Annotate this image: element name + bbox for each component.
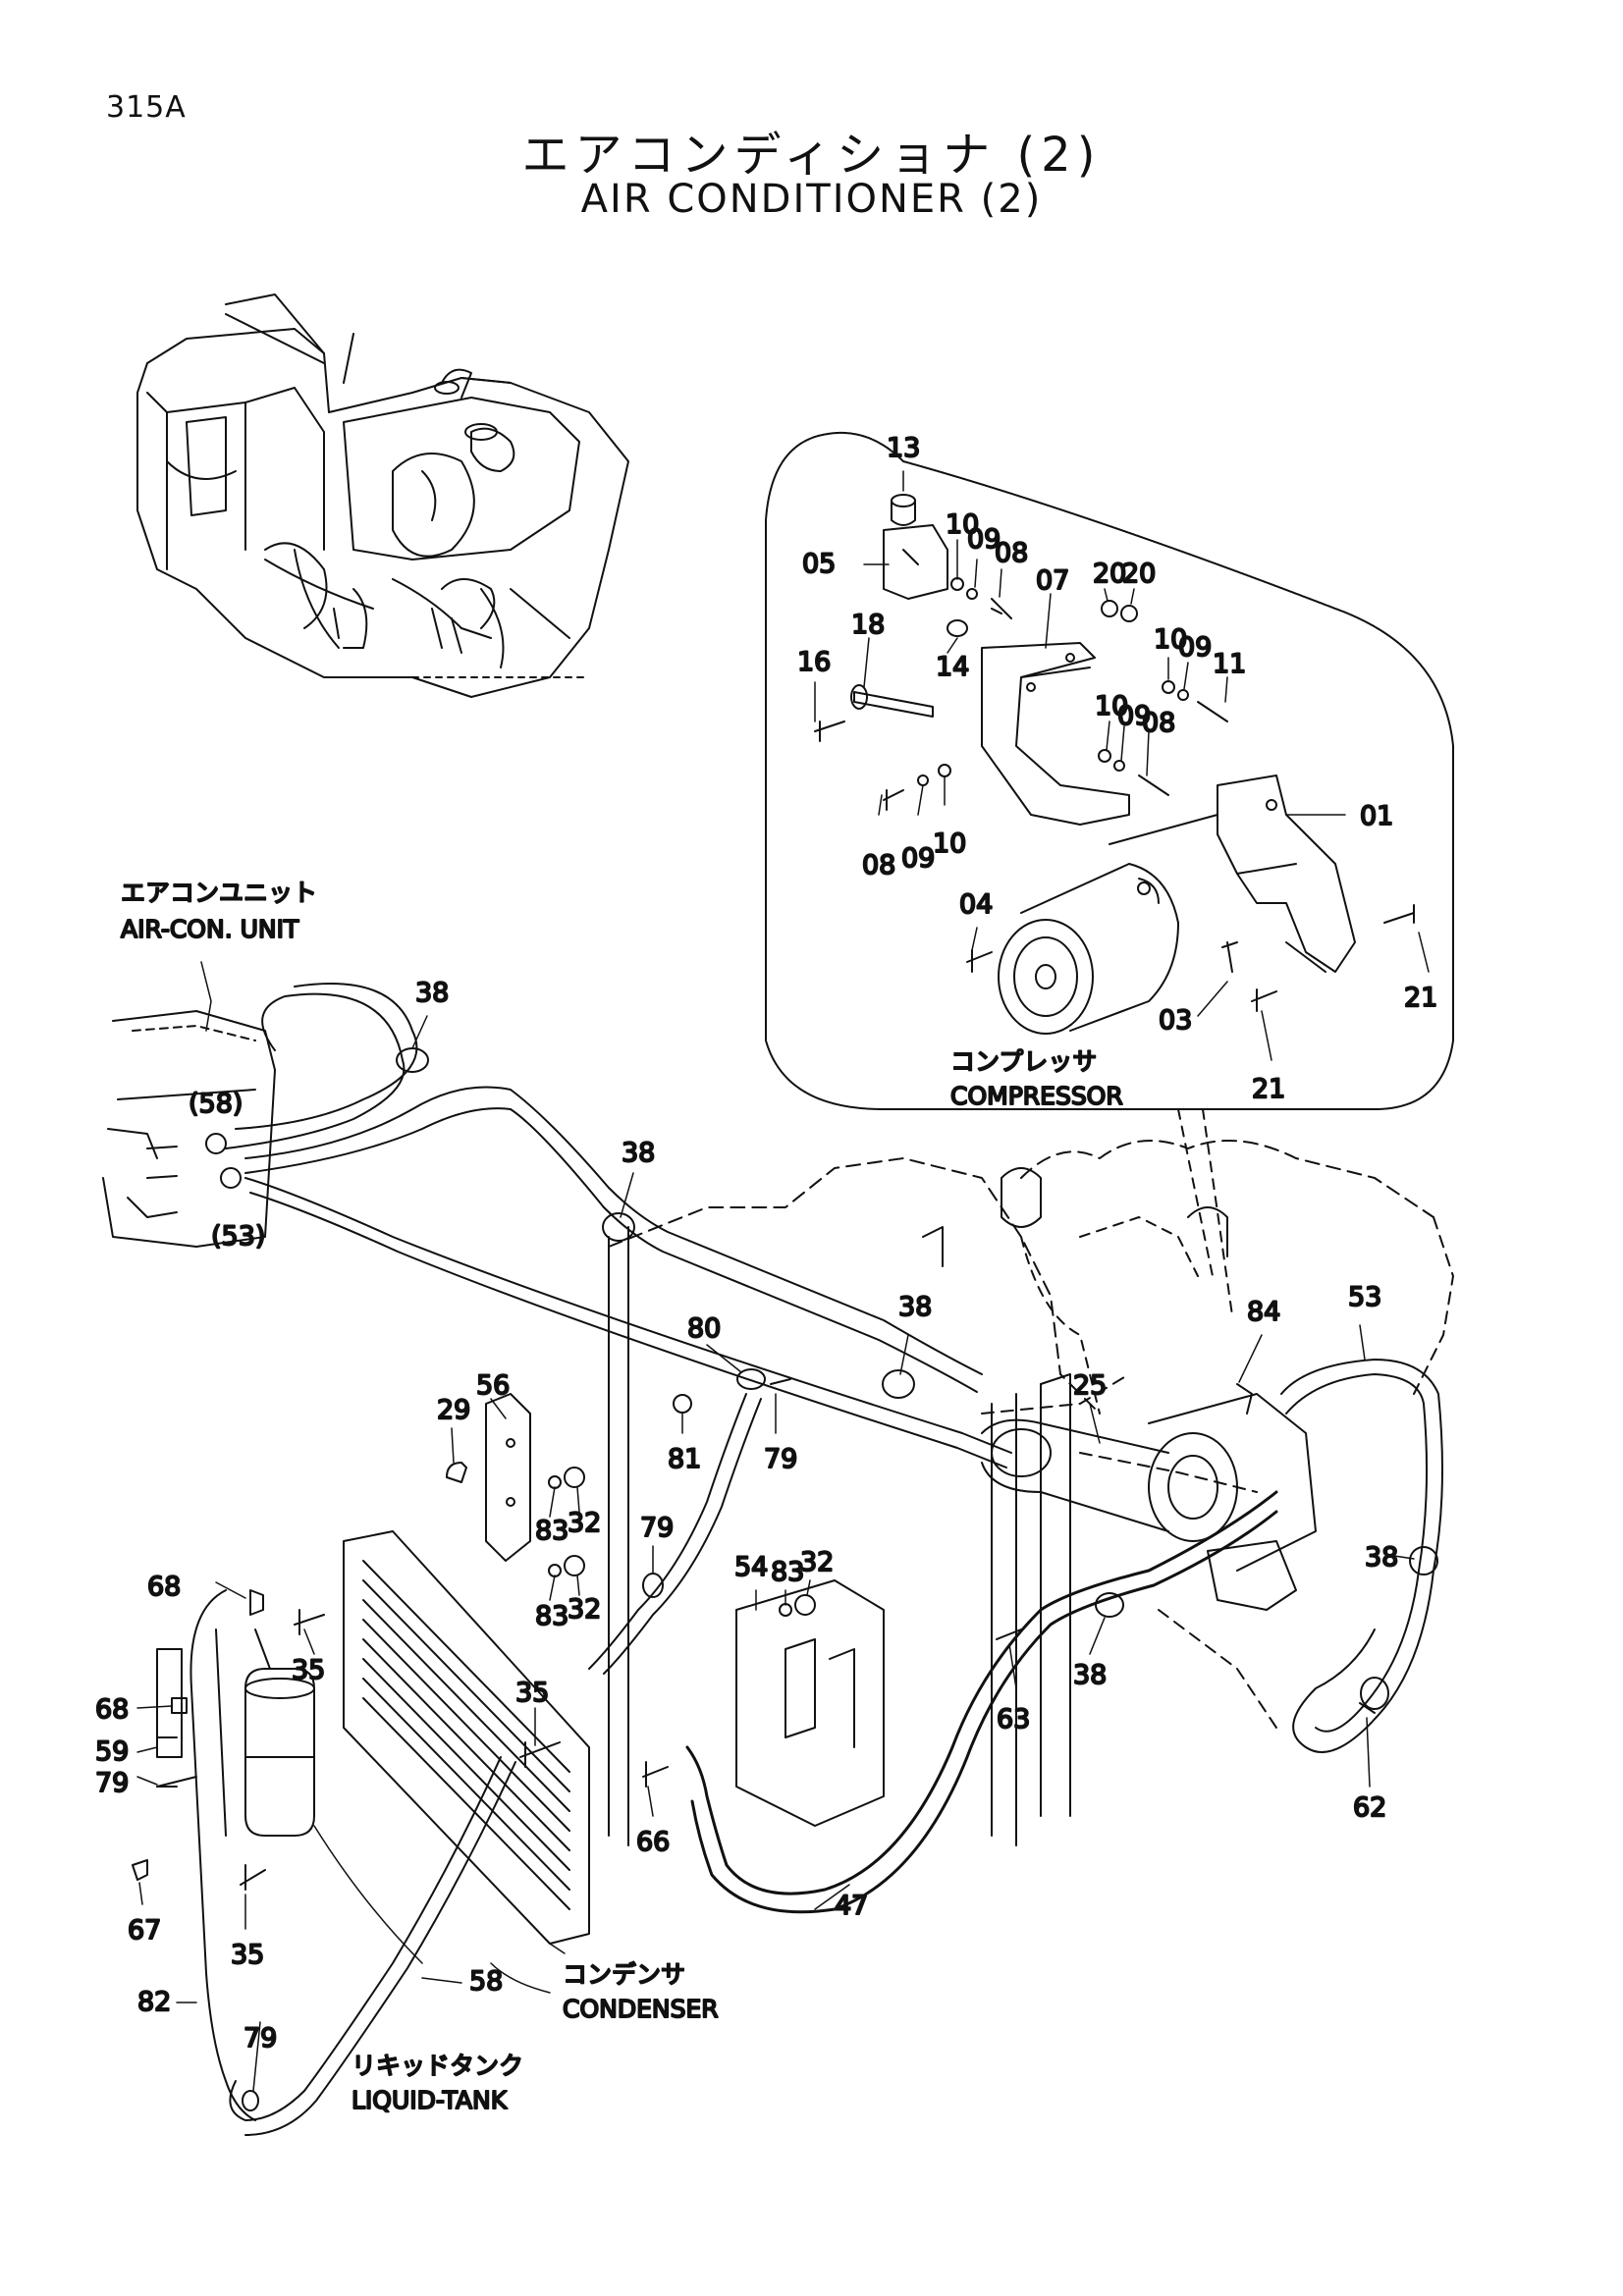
- diagram-title-japanese: エアコンディショナ (2): [521, 128, 1102, 183]
- diagram-title-english: AIR CONDITIONER (2): [580, 177, 1043, 222]
- label-condenser-jp: コンデンサ: [563, 1960, 685, 1989]
- callout-21a: 21: [1404, 983, 1437, 1013]
- callout-67: 67: [128, 1915, 161, 1946]
- label-compressor-en: COMPRESSOR: [950, 1082, 1123, 1110]
- callout-79a: 79: [764, 1444, 797, 1474]
- callout-08c: 08: [1142, 708, 1175, 738]
- callout-84: 84: [1247, 1297, 1280, 1327]
- callout-11: 11: [1213, 649, 1246, 679]
- callout-09d: 09: [901, 843, 935, 874]
- callout-09c: 09: [1117, 701, 1151, 731]
- condenser-frame: [343, 1226, 1317, 1945]
- callout-20b: 20: [1122, 559, 1156, 589]
- callout-08d: 08: [862, 850, 895, 881]
- callout-68a: 68: [147, 1572, 181, 1602]
- callout-01: 01: [1360, 801, 1393, 831]
- callout-81: 81: [668, 1444, 701, 1474]
- callout-10d: 10: [933, 828, 966, 859]
- label-aircon-unit-jp: エアコンユニット: [121, 879, 317, 907]
- callout-18: 18: [851, 610, 885, 640]
- engine-frame-background: [608, 1140, 1454, 1729]
- excavator-overview-illustration: [136, 294, 629, 698]
- callout-53-ref: (53): [211, 1221, 265, 1252]
- callout-09: 09: [967, 524, 1001, 555]
- callout-32b: 32: [568, 1594, 601, 1625]
- callout-04: 04: [959, 889, 993, 920]
- label-aircon-unit-en: AIR-CON. UNIT: [121, 915, 299, 943]
- callout-38e: 38: [1073, 1660, 1107, 1690]
- callout-63: 63: [997, 1704, 1030, 1735]
- callout-03: 03: [1159, 1005, 1192, 1036]
- callout-56: 56: [476, 1370, 510, 1401]
- callout-79c: 79: [95, 1768, 129, 1798]
- callout-38c: 38: [898, 1292, 932, 1322]
- callout-68b: 68: [95, 1694, 129, 1725]
- label-compressor-jp: コンプレッサ: [950, 1047, 1097, 1076]
- callout-47: 47: [835, 1891, 868, 1921]
- label-liquid-tank-jp: リキッドタンク: [352, 2052, 523, 2080]
- callout-08: 08: [995, 538, 1028, 568]
- callout-82: 82: [137, 1987, 171, 2017]
- label-liquid-tank-en: LIQUID-TANK: [352, 2086, 508, 2114]
- callout-38b: 38: [622, 1138, 655, 1168]
- compressor-bracket-parts: [814, 494, 1415, 1035]
- callout-38a: 38: [415, 978, 449, 1008]
- callout-58: 58: [469, 1966, 503, 1997]
- callout-59: 59: [95, 1736, 129, 1767]
- callout-53: 53: [1348, 1282, 1381, 1312]
- liquid-tank-illustration: [156, 1629, 315, 1837]
- component-labels: エアコンユニット AIR-CON. UNIT コンプレッサ COMPRESSOR…: [120, 878, 1124, 2115]
- callout-10b: 10: [1154, 624, 1187, 655]
- aircon-unit-illustration: [102, 1010, 276, 1248]
- callout-35b: 35: [515, 1678, 549, 1708]
- label-condenser-en: CONDENSER: [563, 1995, 719, 2023]
- callout-79d: 79: [243, 2023, 277, 2054]
- callout-54: 54: [734, 1552, 768, 1582]
- compressor-illustration: [998, 863, 1179, 1035]
- callout-numbers: 13 10 09 08 05 07 20 20 14 18 16 10 09 1…: [94, 432, 1438, 2055]
- page-number: 315A: [106, 90, 187, 125]
- callout-32c: 32: [800, 1547, 834, 1577]
- callout-38d: 38: [1365, 1542, 1398, 1573]
- callout-14: 14: [936, 652, 969, 682]
- callout-25: 25: [1073, 1370, 1107, 1401]
- callout-80: 80: [687, 1313, 721, 1344]
- callout-58-ref: (58): [189, 1089, 243, 1119]
- callout-10c: 10: [1095, 691, 1128, 721]
- callout-21b: 21: [1252, 1074, 1285, 1104]
- callout-35c: 35: [231, 1940, 264, 1970]
- callout-05: 05: [802, 549, 836, 579]
- callout-79b: 79: [640, 1513, 674, 1543]
- callout-32a: 32: [568, 1508, 601, 1538]
- hoses: [189, 983, 1443, 2136]
- callout-83b: 83: [535, 1601, 568, 1631]
- callout-20a: 20: [1093, 559, 1126, 589]
- fasteners: [132, 1368, 1376, 2111]
- callout-83c: 83: [771, 1557, 804, 1587]
- callout-62: 62: [1353, 1792, 1386, 1823]
- callout-10: 10: [946, 509, 979, 540]
- callout-35a: 35: [292, 1655, 325, 1685]
- callout-16: 16: [797, 647, 831, 677]
- callout-83a: 83: [535, 1516, 568, 1546]
- callout-07: 07: [1036, 565, 1069, 596]
- callout-66: 66: [636, 1827, 670, 1857]
- callout-09b: 09: [1178, 632, 1212, 663]
- callout-13: 13: [887, 433, 920, 463]
- callout-29: 29: [437, 1395, 470, 1425]
- leader-lines: [136, 470, 1430, 2092]
